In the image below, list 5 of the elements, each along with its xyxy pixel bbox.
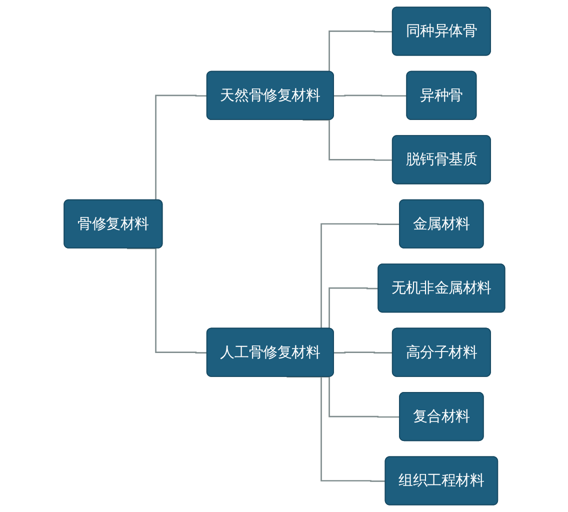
connector xyxy=(334,352,392,354)
connector xyxy=(126,248,207,354)
connector xyxy=(302,119,392,161)
connector xyxy=(334,94,407,97)
connector xyxy=(286,376,386,482)
